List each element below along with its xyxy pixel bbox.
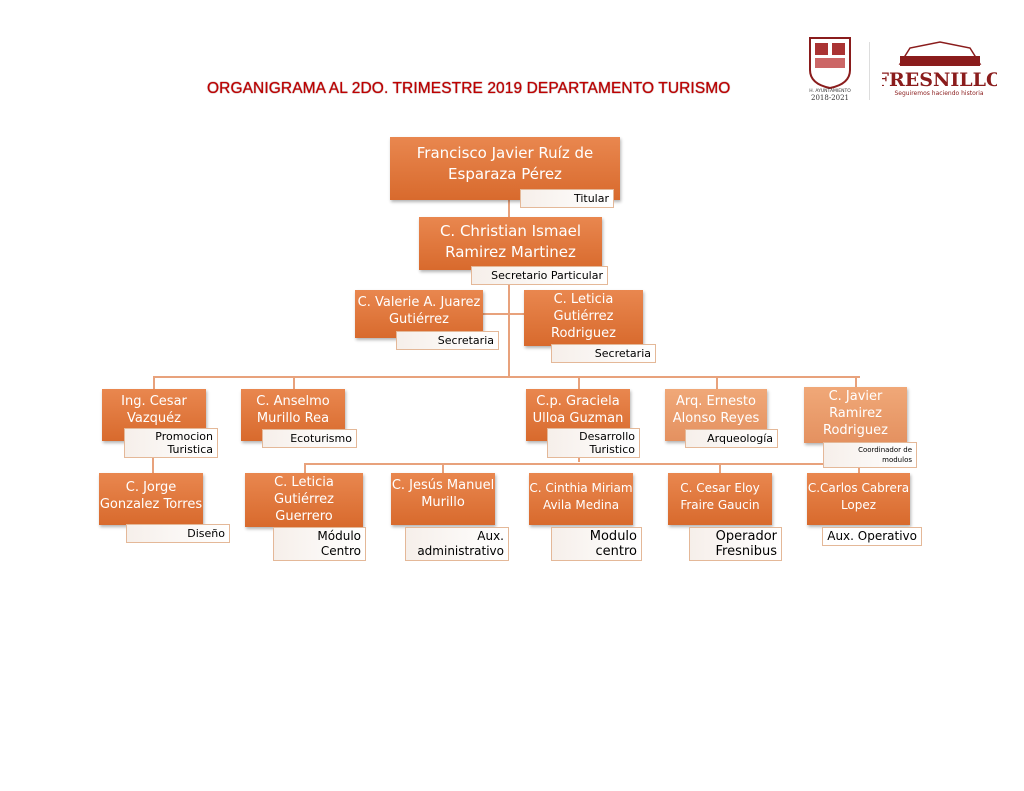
node-role: Aux. administrativo xyxy=(405,527,509,561)
node-name: C. Cinthia Miriam Avila Medina xyxy=(529,481,633,512)
node-leticia-g[interactable]: C. Leticia Gutiérrez Guerrero xyxy=(245,473,363,527)
connector xyxy=(293,376,295,390)
node-carlos[interactable]: C.Carlos Cabrera Lopez xyxy=(807,473,910,525)
node-jesus[interactable]: C. Jesús Manuel Murillo xyxy=(391,473,495,525)
node-javier[interactable]: C. Javier Ramirez Rodriguez xyxy=(804,387,907,443)
node-name: C. Javier Ramirez Rodriguez xyxy=(823,389,888,438)
node-role: Aux. Operativo xyxy=(822,527,922,546)
node-role: Secretaria xyxy=(396,331,499,350)
node-role: Modulo centro xyxy=(551,527,642,561)
connector xyxy=(716,376,718,390)
node-name: Ing. Cesar Vazquéz xyxy=(121,394,187,426)
node-cesar-eloy[interactable]: C. Cesar Eloy Fraire Gaucin xyxy=(668,473,772,525)
connector xyxy=(153,376,155,390)
node-name: Arq. Ernesto Alonso Reyes xyxy=(672,394,760,426)
node-cinthia[interactable]: C. Cinthia Miriam Avila Medina xyxy=(529,473,633,525)
node-role: Promocion Turistica xyxy=(124,428,218,458)
node-name: C. Christian Ismael Ramirez Martinez xyxy=(439,222,582,261)
connector xyxy=(578,376,580,390)
svg-text:Seguiremos haciendo historia: Seguiremos haciendo historia xyxy=(894,90,983,97)
fresnillo-logo: FRESNILLO Seguiremos haciendo historia xyxy=(882,41,997,97)
node-role: Desarrollo Turistico xyxy=(547,428,640,458)
svg-text:H. AYUNTAMIENTO: H. AYUNTAMIENTO xyxy=(809,88,851,94)
node-name: C. Leticia Gutiérrez Rodriguez xyxy=(551,292,616,341)
node-role: Coordinador de modulos xyxy=(823,442,917,468)
node-valerie[interactable]: C. Valerie A. Juarez Gutiérrez xyxy=(355,290,483,338)
connector xyxy=(442,463,444,474)
connector xyxy=(855,376,857,390)
node-name: C. Jorge Gonzalez Torres xyxy=(99,480,203,512)
node-name: C. Valerie A. Juarez Gutiérrez xyxy=(357,295,481,327)
chart-title: ORGANIGRAMA AL 2DO. TRIMESTRE 2019 DEPAR… xyxy=(207,80,731,97)
connector xyxy=(508,200,510,377)
node-role: Titular xyxy=(520,189,614,208)
node-name: C. Leticia Gutiérrez Guerrero xyxy=(273,475,335,524)
node-leticia-sec[interactable]: C. Leticia Gutiérrez Rodriguez xyxy=(524,290,643,346)
node-role: Secretaria xyxy=(551,344,656,363)
ayuntamiento-seal-logo: H. AYUNTAMIENTO 2018-2021 xyxy=(809,37,851,102)
connector xyxy=(153,376,860,378)
node-secretario[interactable]: C. Christian Ismael Ramirez Martinez xyxy=(419,217,602,270)
connector xyxy=(719,463,721,474)
connector xyxy=(858,463,860,474)
connector xyxy=(304,463,860,465)
node-role: Secretario Particular xyxy=(471,266,608,285)
node-name: C. Jesús Manuel Murillo xyxy=(391,478,495,510)
node-role: Operador Fresnibus xyxy=(689,527,782,561)
node-jorge[interactable]: C. Jorge Gonzalez Torres xyxy=(99,473,203,525)
node-name: C.Carlos Cabrera Lopez xyxy=(807,481,910,512)
node-role: Ecoturismo xyxy=(262,429,357,448)
node-name: C. Cesar Eloy Fraire Gaucin xyxy=(680,481,760,512)
node-name: C.p. Graciela Ulloa Guzman xyxy=(532,394,624,426)
node-role: Diseño xyxy=(126,524,230,543)
node-role: Módulo Centro xyxy=(273,527,366,561)
svg-text:FRESNILLO: FRESNILLO xyxy=(882,69,997,91)
svg-text:2018-2021: 2018-2021 xyxy=(811,94,849,102)
node-name: C. Anselmo Murillo Rea xyxy=(256,394,330,426)
node-role: Arqueología xyxy=(685,429,778,448)
logo-divider xyxy=(869,42,870,100)
node-name: Francisco Javier Ruíz de Esparaza Pérez xyxy=(416,144,594,183)
connector xyxy=(483,313,524,315)
connector xyxy=(304,463,306,474)
